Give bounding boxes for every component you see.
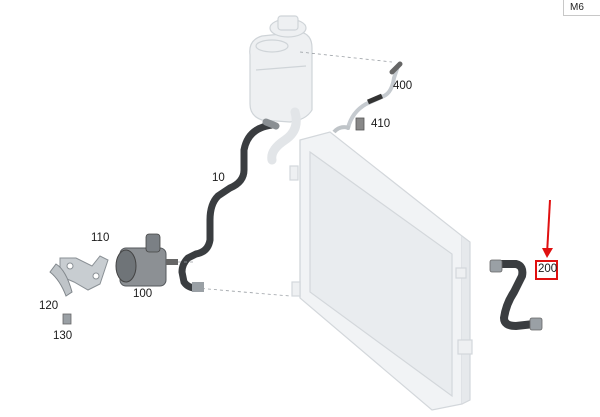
expansion-tank [249,15,313,123]
label-part-110: 110 [91,232,110,244]
hose-10 [178,118,280,292]
connector-410 [332,117,365,134]
label-part-410: 410 [371,118,391,130]
highlight-box [535,260,558,280]
radiator [289,131,473,411]
bolt-130 [62,313,72,325]
label-part-120: 120 [39,300,59,312]
water-pump-100 [115,233,178,287]
pipe-400 [346,61,403,130]
label-part-130: 130 [53,330,73,342]
label-part-200: 200 [538,263,558,275]
hose-200 [489,259,543,331]
highlight-arrow [542,199,553,258]
diagram-code-tag: M6 [563,0,600,16]
label-part-400: 400 [393,80,413,92]
clip-120 [49,263,73,297]
leader-lines [178,51,393,297]
tank-connector-hoses [267,107,301,165]
label-part-100: 100 [133,288,153,300]
label-part-10: 10 [212,172,225,184]
